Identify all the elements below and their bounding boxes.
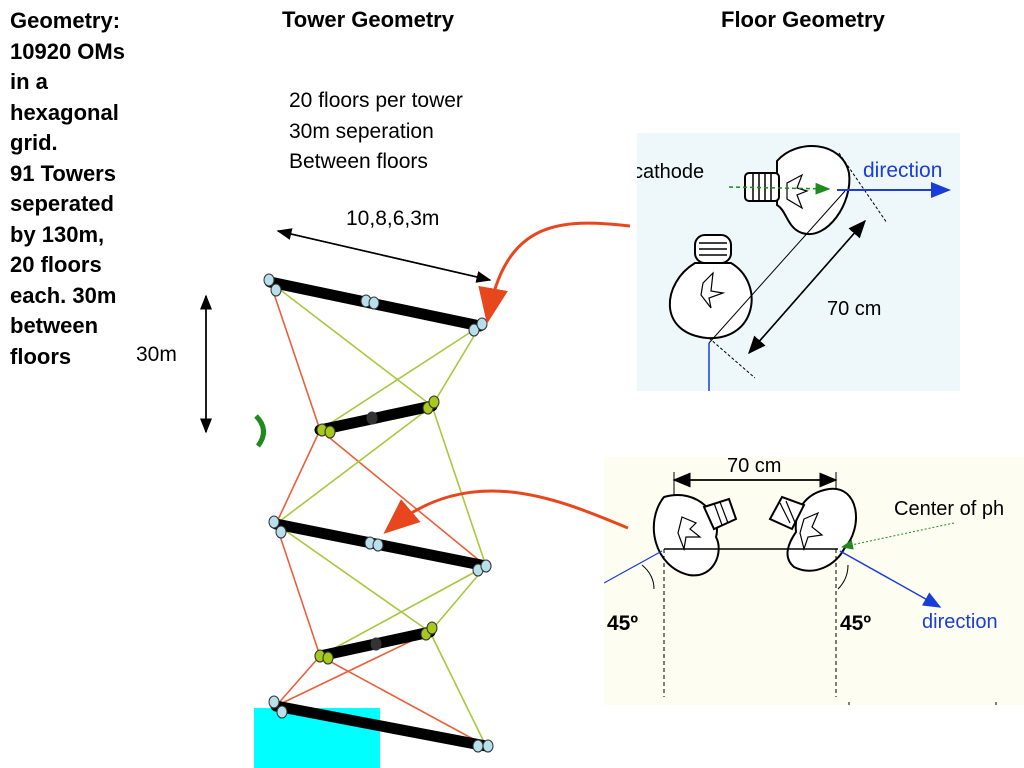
om-bulb-right [768,487,857,572]
tower-info-line: Between floors [289,150,428,173]
center-label: Center of ph [894,498,1004,520]
tower-floor [314,395,440,439]
floor-spacing-label: 30m [136,343,177,366]
geometry-description: Geometry: 10920 OMs in a hexagonal grid.… [10,6,150,372]
distance-label: 70 cm [827,298,881,320]
cathode-label: cathode [637,161,704,183]
description-line: 10920 OMs [10,38,125,64]
description-line: hexagonal [10,99,119,125]
tower-geometry-title: Tower Geometry [282,7,454,32]
floor-pointer-arrow-top [478,221,631,324]
description-line: in a [10,69,48,94]
om-bulb-lower [668,234,753,340]
tower-cables [269,281,487,747]
description-line: between [10,313,99,338]
floor-pointer-arrow-bottom [383,489,629,534]
description-line: floors [10,343,72,369]
floor-length-label: 10,8,6,3m [346,207,440,230]
tower-floor [268,695,494,753]
description-line: 20 floors [10,252,102,277]
tower-info: 20 floors per tower 30m seperation Betwe… [289,86,463,178]
angle-right-label: 45º [840,612,871,635]
direction-label: direction [863,159,942,182]
tower-floor [268,515,492,577]
side-distance-label: 70 cm [727,457,781,477]
tower-info-line: 30m seperation [289,119,434,143]
tower-floor [314,621,438,665]
description-line: 91 Towers [10,160,116,186]
description-line: Geometry: [10,8,121,33]
om-bulb-upper [744,145,888,236]
floor-top-view-panel: cathode direction 70 cm [637,133,960,391]
tower-floor [263,273,488,337]
description-line: grid. [10,130,58,155]
floor-geometry-title: Floor Geometry [721,7,885,32]
floor-top-diagram: cathode direction 70 cm [637,145,951,391]
side-direction-label: direction [922,611,998,633]
om-bulb-left [652,494,738,577]
floor-side-diagram: 70 cm Center of ph 45º 45º di [604,457,1004,705]
floor-side-view-panel: 70 cm Center of ph 45º 45º di [604,457,1024,705]
tower-info-line: 20 floors per tower [289,89,463,112]
partial-green-shape [254,414,266,448]
description-line: each. 30m [10,282,117,308]
tower-floors [263,273,494,753]
angle-left-label: 45º [607,612,638,635]
description-line: by 130m, [10,221,105,247]
description-line: seperated [10,191,114,216]
